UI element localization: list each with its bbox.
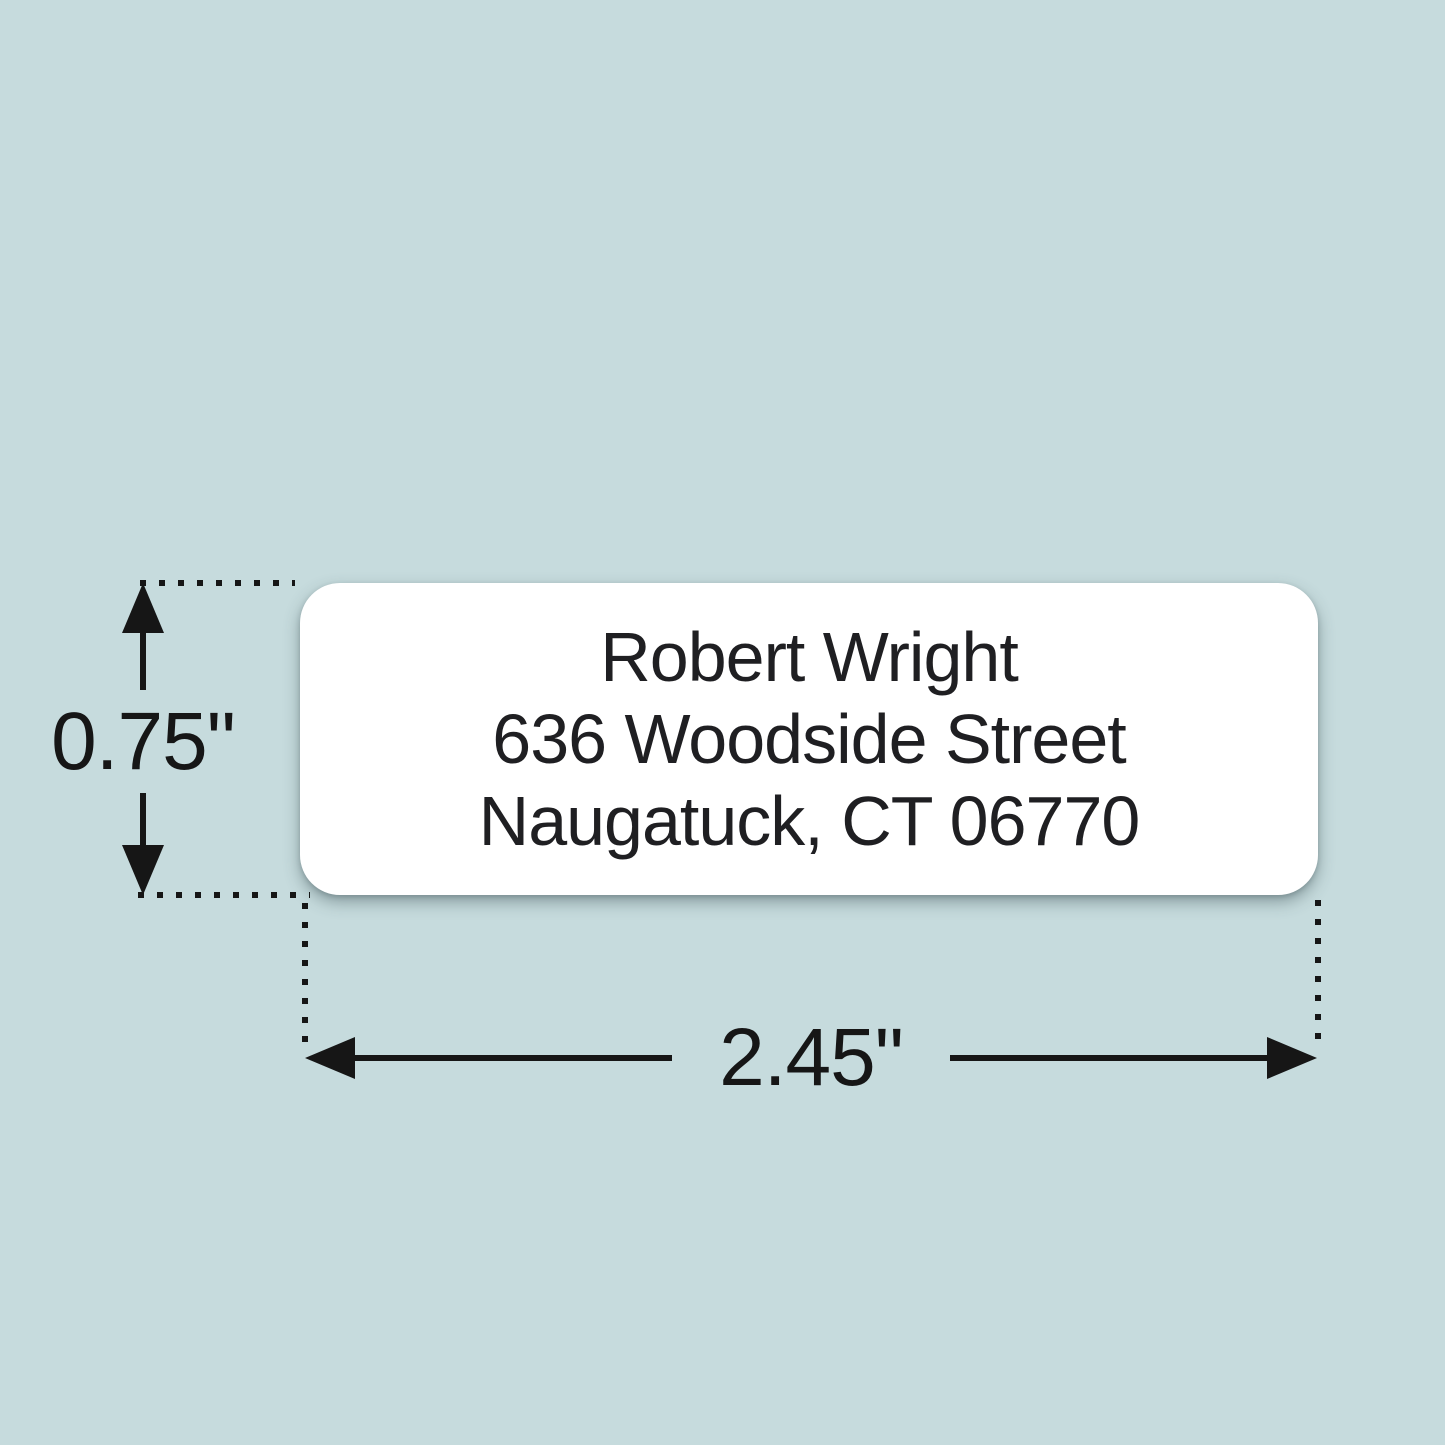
address-line-city: Naugatuck, CT 06770 xyxy=(478,782,1141,860)
arrow-left-icon xyxy=(305,1037,355,1079)
height-dimension-value: 0.75" xyxy=(51,696,236,787)
address-line-name: Robert Wright xyxy=(600,618,1019,696)
arrow-up-icon xyxy=(122,583,164,633)
arrow-right-icon xyxy=(1267,1037,1317,1079)
address-label-card: Robert Wright 636 Woodside Street Naugat… xyxy=(300,583,1318,895)
height-arrow-upper-shaft xyxy=(140,630,146,690)
width-arrow-left-shaft xyxy=(352,1055,672,1061)
width-arrow-right-shaft xyxy=(950,1055,1270,1061)
dotted-extension-line-bottom xyxy=(138,892,310,898)
dotted-extension-line-top xyxy=(140,580,295,586)
address-line-street: 636 Woodside Street xyxy=(492,700,1126,778)
dotted-extension-line-right xyxy=(1315,900,1321,1045)
arrow-down-icon xyxy=(122,845,164,895)
width-dimension-value: 2.45" xyxy=(719,1012,904,1103)
dotted-extension-line-left xyxy=(302,903,308,1045)
height-arrow-lower-shaft xyxy=(140,793,146,850)
